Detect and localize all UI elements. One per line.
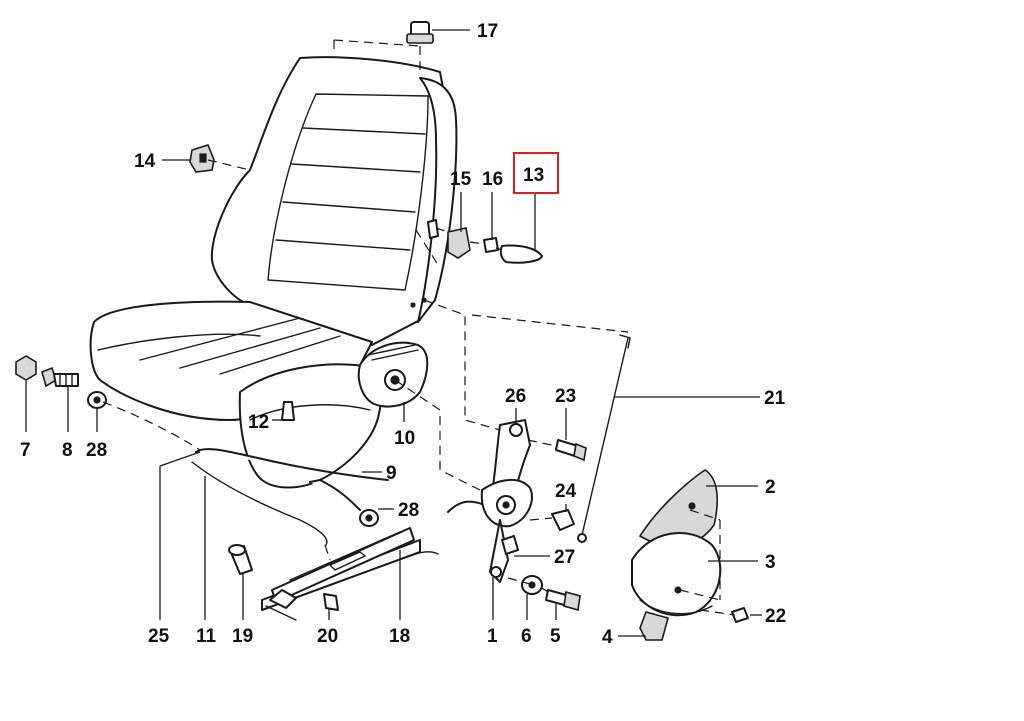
lever-handle: [499, 244, 543, 264]
screw-22: [731, 607, 749, 623]
callout-1: 1: [487, 626, 498, 647]
recliner-mechanism: [447, 419, 533, 583]
cable-rod: [191, 461, 328, 546]
callout-2: 2: [765, 477, 776, 498]
connecting-rod: [581, 337, 629, 536]
rod-link: [309, 479, 361, 511]
callout-9: 9: [386, 463, 397, 484]
callout-11: 11: [196, 626, 217, 647]
callout-17: 17: [477, 21, 498, 42]
callout-labels: 17 14 15 16 13 21 7 8 28 12 10 26 23 9 2…: [20, 21, 786, 648]
mount-hole: [410, 302, 416, 308]
bolt-23: [555, 439, 587, 462]
hinge-bracket: [427, 219, 439, 239]
washer: [87, 391, 107, 409]
callout-12: 12: [248, 412, 269, 433]
callout-18: 18: [389, 626, 410, 647]
callout-28: 28: [86, 440, 107, 461]
callout-23: 23: [555, 386, 576, 407]
callout-13: 13: [523, 165, 544, 186]
release-cable: [195, 448, 389, 481]
callout-6: 6: [521, 626, 532, 647]
callout-28-b: 28: [398, 500, 419, 521]
callout-10: 10: [394, 428, 415, 449]
side-trim-panel: [238, 363, 383, 489]
recliner-disc: [357, 341, 429, 408]
callout-3: 3: [765, 552, 776, 573]
callout-8: 8: [62, 440, 73, 461]
callout-15: 15: [450, 169, 472, 190]
callout-21: 21: [764, 388, 786, 409]
callout-16: 16: [482, 169, 503, 190]
belt-clip: [189, 144, 215, 173]
callout-14: 14: [134, 151, 156, 172]
nut: [15, 355, 37, 381]
assembly-lines: [102, 39, 736, 616]
lever-4: [639, 611, 669, 641]
lever-knob-base: [447, 227, 471, 259]
callout-4: 4: [602, 627, 613, 648]
rod-hook: [619, 334, 631, 349]
washer-6: [521, 575, 543, 595]
callout-27: 27: [554, 547, 575, 568]
bracket-24: [551, 509, 575, 531]
guide-pin: [228, 544, 253, 575]
callout-25: 25: [148, 626, 170, 647]
leader-lines: [25, 29, 762, 637]
trim-clip: [281, 401, 295, 421]
callout-22: 22: [765, 606, 786, 627]
rod-eye: [577, 533, 587, 543]
callout-7: 7: [20, 440, 31, 461]
inner-cover-3: [631, 532, 722, 617]
callout-5: 5: [550, 626, 561, 647]
bolt-5: [545, 589, 581, 612]
callout-26: 26: [505, 386, 526, 407]
rail-clip: [323, 593, 339, 611]
callout-19: 19: [232, 626, 253, 647]
callout-24: 24: [555, 481, 577, 502]
seat-rail: [261, 527, 439, 621]
callout-20: 20: [317, 626, 338, 647]
spring-clip: [483, 237, 499, 253]
highlight-box: [513, 152, 559, 194]
headrest-plug: [406, 21, 434, 44]
hex-bolt: [41, 366, 79, 388]
washer-2: [359, 509, 379, 527]
